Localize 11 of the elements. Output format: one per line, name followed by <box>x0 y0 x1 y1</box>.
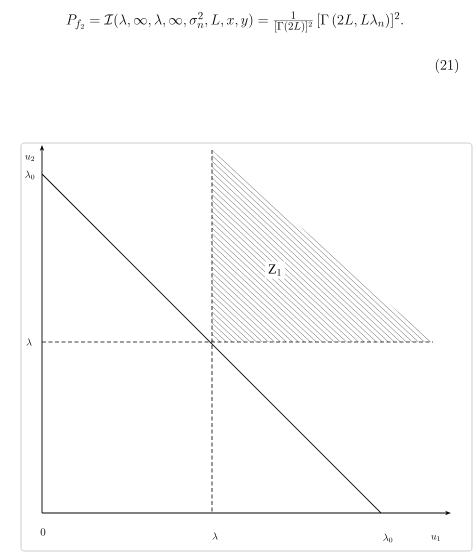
hatched-region: $\mathrm{Z}_1$ <box>212 150 433 342</box>
tick-label: $\lambda$ <box>26 338 32 346</box>
node-label: $\mathrm{Z}_1$ <box>268 264 281 276</box>
formula: $P_{f_2} = \mathcal{I}(\lambda, \infty, \lambda, \infty, \sigma_n^2, L, x, y) = \frac{1}{[\Gamma(2L)]^2}\,[\Gamma\,(2L, L\lambda_n)]^2 .$ <box>66 11 403 32</box>
tick-label: $\lambda_0$ <box>25 170 34 180</box>
tick-label: $0$ <box>40 528 46 536</box>
axis-label: $u_1$ <box>431 534 440 541</box>
equation-number: $(21)$ <box>436 58 458 74</box>
tick-label: $\lambda_0$ <box>383 534 392 542</box>
axis-label: $u_2$ <box>25 154 34 161</box>
tick-label: $\lambda$ <box>212 532 218 540</box>
